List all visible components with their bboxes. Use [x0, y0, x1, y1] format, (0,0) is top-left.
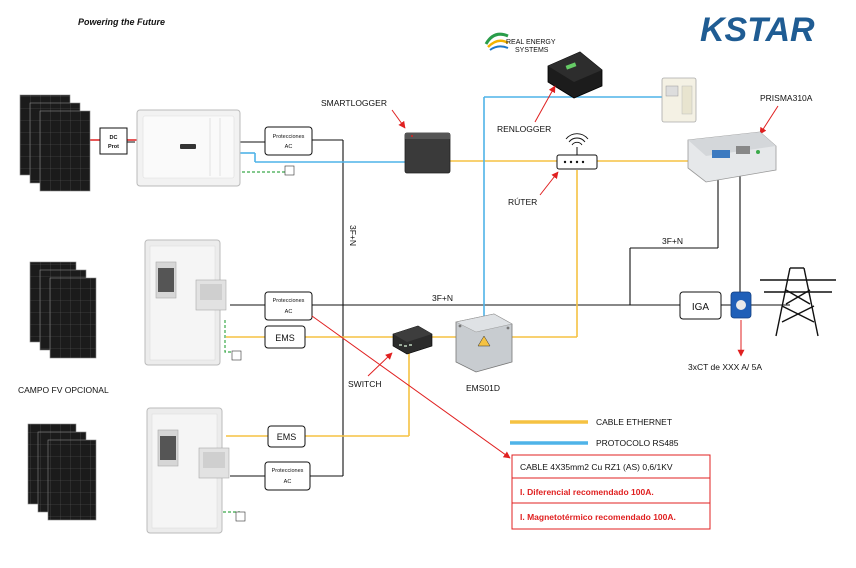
partner-line1: REAL ENERGY [506, 39, 556, 46]
ground-terminal-2 [231, 350, 242, 361]
cable-note-box: CABLE 4X35mm2 Cu RZ1 (AS) 0,6/1KV I. Dif… [511, 454, 711, 530]
real-energy-logo: REAL ENERGY SYSTEMS [484, 32, 556, 54]
svg-text:Prot: Prot [108, 144, 119, 150]
svg-text:AC: AC [285, 144, 293, 150]
legend-rs485-label: PROTOCOLO RS485 [596, 438, 679, 448]
brand-logo: KSTAR [700, 11, 815, 49]
ground-terminal-3 [235, 511, 246, 522]
smartlogger-arrow [391, 109, 406, 129]
cable-spec: CABLE 4X35mm2 Cu RZ1 (AS) 0,6/1KV [520, 462, 673, 472]
three-phase-label-vertical: 3F+N [348, 225, 358, 246]
pv-panels-1 [19, 94, 91, 192]
ct-label: 3xCT de XXX A/ 5A [688, 362, 762, 372]
ethernet-wiring [226, 160, 690, 437]
renlogger-arrow [534, 85, 556, 123]
smartlogger-label: SMARTLOGGER [321, 98, 387, 108]
inverter [136, 109, 241, 187]
svg-text:Protecciones: Protecciones [273, 134, 305, 140]
current-transformer [730, 291, 752, 319]
svg-text:AC: AC [285, 309, 293, 315]
router-label: RÚTER [508, 197, 537, 207]
ac-protection-box-3: Protecciones AC [264, 461, 311, 491]
iga-box: IGA [679, 291, 722, 320]
router-device [556, 133, 598, 170]
cable-arrow [311, 315, 511, 459]
ems-box-1: EMS [264, 325, 306, 349]
legend: CABLE ETHERNET PROTOCOLO RS485 [510, 417, 679, 448]
three-phase-label-main: 3F+N [432, 293, 453, 303]
three-phase-label-prisma: 3F+N [662, 236, 683, 246]
ems01d-device [455, 313, 513, 373]
network-switch [392, 325, 433, 355]
switch-label: SWITCH [348, 379, 382, 389]
svg-text:AC: AC [284, 479, 292, 485]
magneto-note: I. Magnetotérmico recomendado 100A. [520, 512, 676, 522]
svg-text:Protecciones: Protecciones [272, 468, 304, 474]
tagline: Powering the Future [78, 17, 165, 27]
battery-cabinet-1 [144, 239, 227, 366]
pv-panels-3 [27, 423, 97, 521]
prisma-arrow [759, 105, 779, 135]
prisma-device [687, 131, 777, 183]
partner-line2: SYSTEMS [515, 47, 549, 54]
battery-cabinet-2 [146, 407, 230, 534]
differential-note: I. Diferencial recomendado 100A. [520, 487, 654, 497]
ac-protection-box-2: Protecciones AC [264, 291, 313, 321]
legend-ethernet-label: CABLE ETHERNET [596, 417, 672, 427]
svg-text:IGA: IGA [692, 302, 710, 313]
ground-terminal-1 [284, 165, 295, 176]
svg-text:DC: DC [110, 135, 118, 141]
svg-text:EMS: EMS [277, 432, 297, 442]
power-supply [661, 77, 697, 123]
ac-protection-box-1: Protecciones AC [264, 126, 313, 156]
renlogger-device [547, 51, 603, 99]
dc-protection-box: DC Prot [99, 127, 128, 155]
ems01d-label: EMS01D [466, 383, 500, 393]
pv-panels-2 [29, 261, 97, 359]
ems-box-2: EMS [267, 425, 306, 448]
grid-tower-icon [760, 267, 836, 337]
optional-field-label: CAMPO FV OPCIONAL [18, 385, 109, 395]
prisma-label: PRISMA310A [760, 93, 813, 103]
renlogger-label: RENLOGGER [497, 124, 551, 134]
svg-text:EMS: EMS [275, 333, 295, 343]
smartlogger-device [404, 132, 451, 174]
router-arrow [539, 171, 559, 196]
svg-text:Protecciones: Protecciones [273, 298, 305, 304]
